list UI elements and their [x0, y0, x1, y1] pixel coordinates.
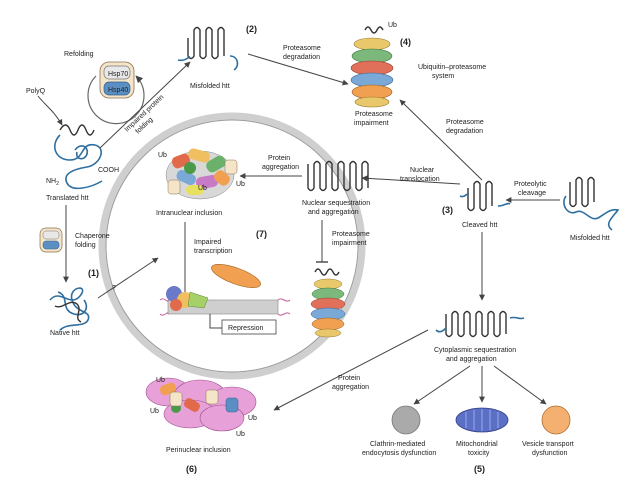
label-repression: Repression: [228, 325, 264, 332]
label-translated-htt: Translated htt: [46, 195, 89, 202]
label-nh2: NH2: [46, 178, 59, 187]
native-htt: [49, 287, 90, 331]
number-2: (2): [246, 24, 257, 34]
label-hsp70: Hsp70: [108, 71, 128, 78]
proteasome-degradation-top-arrow: [247, 53, 349, 86]
label-proteasome-degradation-top-1: Proteasome: [283, 45, 321, 52]
label-protein-aggregation-in-1: Protein: [268, 155, 290, 162]
repression-connector: [209, 314, 222, 329]
misfolded-htt-top-chain: [187, 26, 225, 60]
label-chaperone-2: folding: [75, 242, 96, 249]
number-6: (6): [186, 464, 197, 474]
transport-vesicle: [541, 405, 571, 435]
arrow-to-vesicle: [493, 365, 547, 405]
label-ub-in1: Ub: [158, 152, 167, 159]
number-7: (7): [256, 229, 267, 239]
misfolded-htt-top-ends: [177, 55, 239, 71]
intranuclear-inclusion-aggregate: [165, 148, 238, 200]
label-proteasome-degradation-mid-1: Proteasome: [446, 119, 484, 126]
label-proteasome-impairment-in-2: impairment: [332, 240, 367, 247]
number-3: (3): [442, 205, 453, 215]
chaperone-hsp-complex: Hsp70 Hsp40: [87, 61, 145, 125]
label-ub-in2: Ub: [198, 185, 207, 192]
label-intranuclear-inclusion: Intranuclear inclusion: [156, 210, 222, 217]
nuclear-translocation-arrow: [361, 175, 461, 185]
label-vesicle-2: dysfunction: [532, 450, 568, 457]
clathrin-vesicle: [391, 405, 421, 435]
protein-aggregation-out-arrow: [273, 329, 429, 411]
proteasome-nuclear: [310, 268, 346, 338]
label-proteasome-degradation-mid-2: degradation: [446, 128, 483, 135]
label-proteolytic-1: Proteolytic: [514, 181, 547, 188]
label-nuclear-seq-2: and aggregation: [308, 209, 359, 216]
label-chaperone-1: Chaperone: [75, 233, 110, 240]
label-polyq: PolyQ: [26, 88, 46, 95]
label-ub-top: Ub: [388, 22, 397, 29]
number-5: (5): [474, 464, 485, 474]
label-ub-in3: Ub: [236, 181, 245, 188]
proteasome-top: [350, 26, 394, 108]
label-refolding: Refolding: [64, 51, 94, 58]
label-ub-p1: Ub: [156, 377, 165, 384]
misfolded-htt-right: [563, 176, 620, 231]
transcription-complex: [159, 286, 291, 316]
proteasome-degradation-mid-arrow: [399, 99, 483, 181]
label-vesicle-1: Vesicle transport: [522, 441, 574, 448]
cleaved-htt-ends: [459, 193, 511, 207]
label-impaired-transcription-1: Impaired: [194, 239, 221, 246]
label-ub-p2: Ub: [150, 408, 159, 415]
label-question: ?: [112, 285, 116, 292]
label-proteasome-impairment-top-2: impairment: [354, 120, 389, 127]
label-proteasome-degradation-top-2: degradation: [283, 54, 320, 61]
label-nuclear-seq-1: Nuclear sequestration: [302, 200, 370, 207]
label-misfolded-htt-top: Misfolded htt: [190, 83, 230, 90]
label-proteasome-impairment-top-1: Proteasome: [355, 111, 393, 118]
chaperone-small: [39, 227, 63, 253]
label-proteasome-impairment-in-1: Proteasome: [332, 231, 370, 238]
label-nuclear-translocation-2: translocation: [400, 176, 440, 183]
polyq-arrow: [37, 95, 63, 126]
label-ub-p3: Ub: [248, 415, 257, 422]
number-4: (4): [400, 37, 411, 47]
label-cyto-seq-2: and aggregation: [446, 356, 497, 363]
label-clathrin-1: Clathrin-mediated: [370, 441, 425, 448]
cyto-sequestration-chain: [445, 310, 507, 338]
nucleus: [98, 112, 366, 380]
label-protein-aggregation-out-1: Protein: [338, 375, 360, 382]
label-misfolded-htt-right: Misfolded htt: [570, 235, 610, 242]
arrow-to-clathrin: [413, 365, 471, 405]
label-mito-2: toxicity: [468, 450, 490, 457]
label-ub-p4: Ub: [236, 431, 245, 438]
label-proteolytic-2: cleavage: [518, 190, 546, 197]
label-protein-aggregation-in-2: aggregation: [262, 164, 299, 171]
native-to-nucleus-arrow: [97, 257, 159, 299]
label-ups-1: Ubiquitin–proteasome: [418, 64, 486, 71]
label-native-htt: Native htt: [50, 330, 80, 337]
label-hsp40: Hsp40: [108, 87, 128, 94]
label-cooh: COOH: [98, 167, 119, 174]
nuclear-sequestration-chain: [307, 160, 369, 192]
cyto-sequestration-ends: [435, 316, 525, 333]
cleaved-htt-chain: [467, 180, 493, 212]
label-protein-aggregation-out-2: aggregation: [332, 384, 369, 391]
label-mito-1: Mitochondrial: [456, 441, 498, 448]
mitochondrion: [455, 407, 509, 433]
perinuclear-inclusion-aggregate: [145, 377, 257, 432]
label-cyto-seq-1: Cytoplasmic sequestration: [434, 347, 516, 354]
free-htt-fragment: [211, 264, 261, 288]
number-1: (1): [88, 268, 99, 278]
impaired-folding-arrow: [99, 61, 191, 149]
repression-box: [221, 319, 277, 335]
label-impaired-transcription-2: transcription: [194, 248, 232, 255]
translated-htt-chain: [54, 124, 103, 190]
label-perinuclear-inclusion: Perinuclear inclusion: [166, 447, 231, 454]
label-cleaved-htt: Cleaved htt: [462, 222, 497, 229]
label-clathrin-2: endocytosis dysfunction: [362, 450, 436, 457]
label-nuclear-translocation-1: Nuclear: [410, 167, 435, 174]
label-ups-2: system: [432, 73, 454, 80]
